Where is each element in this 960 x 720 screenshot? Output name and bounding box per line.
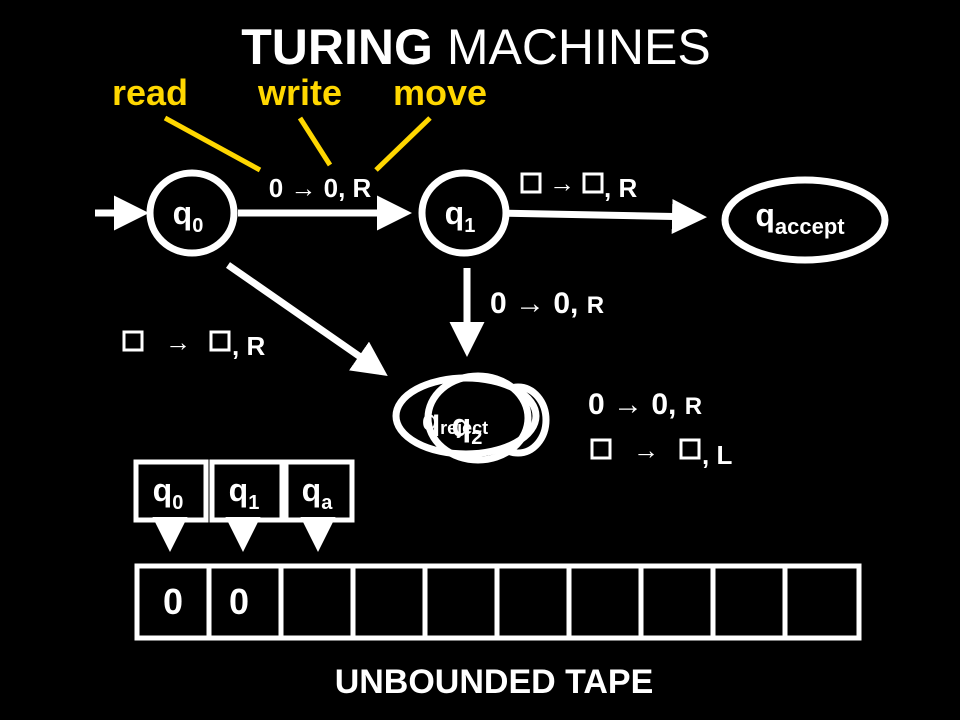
label-q1-qaccept: → , R [520,168,637,203]
read-pointer-line [163,115,262,173]
tape-cell-3 [350,563,428,641]
tape-cell-value-0: 0 [163,581,183,622]
state-q0: q0 [146,169,238,257]
tape-cell-5 [494,563,572,641]
svg-text:, R: , R [604,173,637,203]
svg-text:, R: , R [232,331,265,361]
svg-text:q0: q0 [153,472,184,514]
read-callout: read [112,72,188,113]
edge-q0-qreject [226,262,388,376]
blank-symbol-icon [590,438,612,460]
svg-text:q1: q1 [229,472,260,514]
head-state-box-0: q0 [133,459,209,523]
label-q0-q1: 0 → 0, R [269,173,372,203]
label-q2-self-2: → , L [590,435,732,470]
blank-symbol-icon [679,438,701,460]
tape-cell-6 [566,563,644,641]
svg-text:q0: q0 [173,195,204,237]
svg-text:qaccept: qaccept [755,197,845,239]
state-q2: q2 [424,372,550,464]
write-callout: write [257,72,342,113]
tape [134,563,862,641]
state-qreject: qreject [392,374,540,458]
tape-cell-8 [710,563,788,641]
label-q2-self-1: 0 → 0, R [588,388,702,421]
svg-text:qreject: qreject [422,404,488,438]
label-q1-qreject: 0 → 0, R [490,287,604,320]
svg-text:→: → [633,435,659,465]
blank-symbol-icon [582,172,604,194]
svg-text:→: → [165,327,191,357]
tape-cell-2 [278,563,356,641]
tape-cell-9 [782,563,862,641]
head-state-box-1: q1 [209,459,285,523]
tape-cell-4 [422,563,500,641]
tape-label: UNBOUNDED TAPE [335,663,654,701]
head-state-box-2: qa [283,459,355,523]
svg-text:→: → [549,168,575,198]
blank-symbol-icon [520,172,542,194]
tape-cell-7 [638,563,716,641]
svg-text:q2: q2 [452,407,483,449]
write-pointer-line [297,116,333,167]
page-title: TURING MACHINES [241,19,710,75]
move-pointer-line [374,116,432,172]
move-callout: move [393,72,487,113]
tape-cell-value-1: 0 [229,581,249,622]
blank-symbol-icon [122,330,144,352]
state-qaccept: qaccept [721,176,889,264]
svg-text:, L: , L [702,440,732,470]
svg-text:qa: qa [302,472,334,514]
label-q0-qreject: → , R [122,327,265,361]
edge-q1-qaccept [497,198,707,234]
state-q1: q1 [418,169,510,257]
blank-symbol-icon [209,330,231,352]
svg-text:q1: q1 [445,195,476,237]
